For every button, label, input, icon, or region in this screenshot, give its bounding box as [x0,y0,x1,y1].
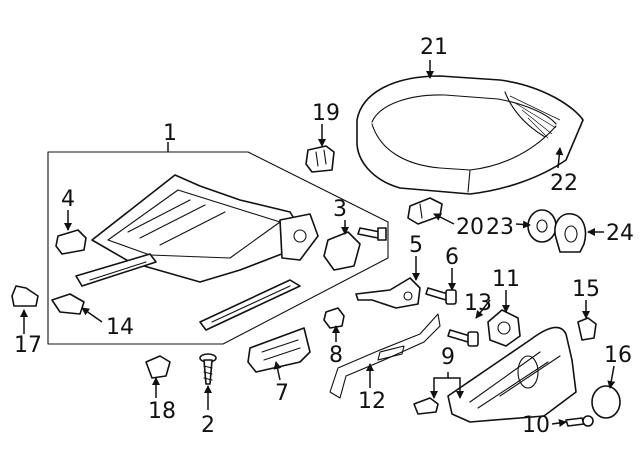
pulley-part-23 [527,209,557,243]
bracket-part-17 [11,285,39,307]
seat-frame-group-box [47,151,389,345]
callout-2: 2 [201,413,215,438]
screw-part-2 [199,353,217,385]
clip-part-9 [413,397,439,415]
clip-part-15 [577,317,597,341]
bracket-part-5 [355,277,421,309]
callout-15: 15 [572,277,600,302]
callout-7: 7 [275,381,289,406]
callout-9: 9 [441,345,455,370]
callout-14: 14 [106,315,134,340]
clip-part-19 [305,145,335,173]
cover-part-24 [554,213,587,253]
callout-18: 18 [148,399,176,424]
nut-part-8 [323,307,345,329]
callout-13: 13 [464,291,492,316]
bolt-part-6 [425,287,457,305]
trim-cover-part-7 [247,327,311,373]
callout-21: 21 [420,35,448,60]
callout-24: 24 [606,221,634,246]
seat-frame-part-1 [75,174,319,331]
callout-8: 8 [329,343,343,368]
callout-12: 12 [358,389,386,414]
leader-lines [20,60,616,427]
bracket-part-20 [407,197,443,225]
callout-17: 17 [14,333,42,358]
rod-part-12 [329,313,441,399]
side-shield-part [447,326,577,423]
callout-10: 10 [522,413,550,438]
callout-16: 16 [604,343,632,368]
callout-23: 23 [486,215,514,240]
callout-22: 22 [550,171,578,196]
callout-6: 6 [445,245,459,270]
callout-1: 1 [163,121,177,146]
callout-11: 11 [492,267,520,292]
switch-part-4 [55,229,87,255]
callout-4: 4 [61,187,75,212]
callout-3: 3 [333,197,347,222]
screw-part-10 [565,415,594,427]
plate-part-11 [487,309,521,347]
callout-19: 19 [312,101,340,126]
bracket-part-18 [145,355,171,379]
callout-5: 5 [409,233,423,258]
knob-part-16 [591,385,621,419]
bolt-part-13 [447,329,479,347]
pad-part-14 [51,293,85,315]
seat-cushion-part [356,75,584,195]
callout-20: 20 [456,215,484,240]
